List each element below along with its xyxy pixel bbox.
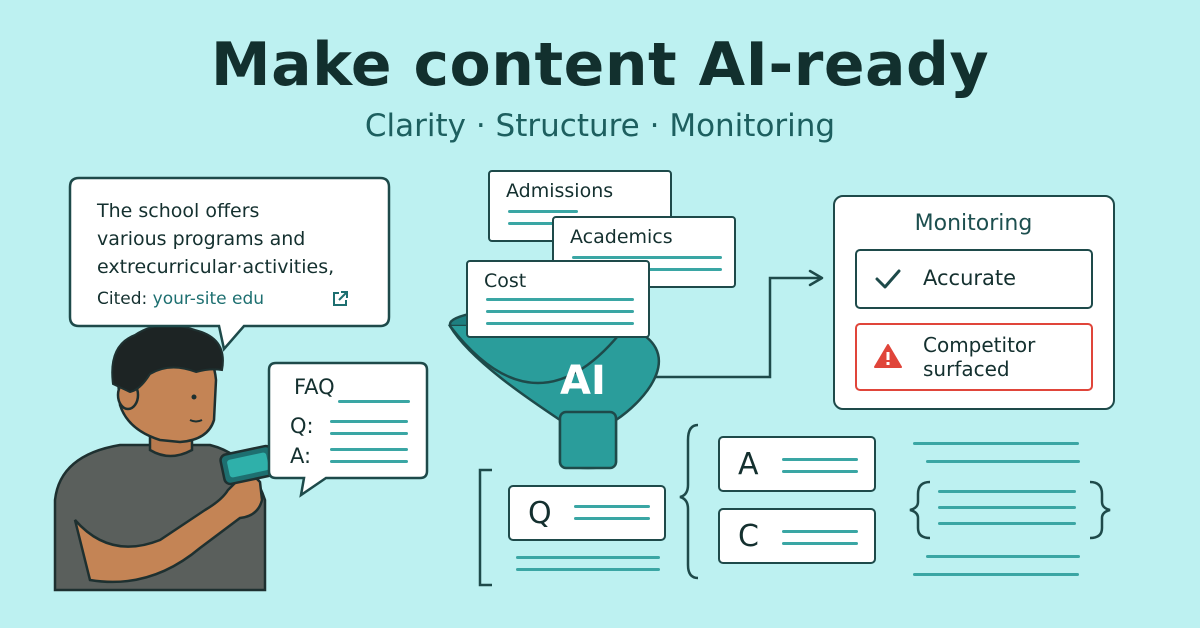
funnel-bowl bbox=[449, 325, 627, 385]
faq-title: FAQ bbox=[294, 375, 335, 399]
brace-left-right-block bbox=[909, 480, 931, 540]
curly-brace-qa bbox=[679, 423, 699, 580]
doc-admissions-line-1 bbox=[508, 210, 578, 213]
bubble-line-3: extrecurricular·activities, bbox=[97, 256, 335, 278]
a-card-line-2 bbox=[782, 470, 858, 473]
doc-admissions-line-2 bbox=[508, 222, 578, 225]
c-card: C bbox=[718, 508, 876, 564]
q-under-line-1 bbox=[516, 556, 660, 559]
cited-source-link[interactable]: your-site edu bbox=[152, 289, 265, 309]
right-line-2 bbox=[926, 460, 1080, 463]
faq-card: FAQ Q: A: bbox=[267, 361, 429, 498]
funnel-spout bbox=[558, 410, 618, 470]
doc-cost-line-3 bbox=[486, 322, 634, 325]
external-link-icon[interactable] bbox=[331, 290, 349, 308]
right-line-1 bbox=[913, 442, 1079, 445]
right-line-6 bbox=[926, 555, 1080, 558]
right-line-5 bbox=[938, 522, 1076, 525]
speech-bubble: The school offers various programs and e… bbox=[68, 176, 391, 352]
doc-academics-label: Academics bbox=[570, 226, 673, 248]
doc-cost-label: Cost bbox=[484, 270, 527, 292]
page-title: Make content AI-ready bbox=[210, 30, 990, 100]
q-card-line-2 bbox=[574, 517, 650, 520]
connector-arrowhead-icon bbox=[808, 269, 824, 287]
a-card: A bbox=[718, 436, 876, 492]
speech-bubble-shape bbox=[68, 176, 391, 352]
right-line-3 bbox=[938, 490, 1076, 493]
a-card-letter: A bbox=[738, 447, 759, 482]
q-card: Q bbox=[508, 485, 666, 541]
faq-a-label: A: bbox=[290, 444, 312, 468]
status-competitor-line-1: Competitor bbox=[923, 333, 1036, 357]
person-illustration bbox=[53, 324, 277, 592]
faq-q-line-2 bbox=[330, 432, 408, 435]
monitoring-title: Monitoring bbox=[914, 211, 1033, 236]
right-line-7 bbox=[913, 573, 1079, 576]
brace-right-right-block bbox=[1089, 480, 1111, 540]
doc-academics-line-1 bbox=[572, 256, 722, 259]
doc-cost: Cost bbox=[466, 260, 650, 338]
page-subtitle: Clarity · Structure · Monitoring bbox=[364, 108, 836, 144]
cited-label: Cited: bbox=[97, 289, 148, 309]
warning-icon bbox=[874, 344, 902, 368]
status-competitor: Competitor surfaced bbox=[855, 323, 1093, 391]
bubble-line-1: The school offers bbox=[97, 200, 260, 222]
bracket-left-q bbox=[478, 468, 492, 587]
monitoring-panel: Monitoring Accurate Competitor surfaced bbox=[833, 195, 1115, 410]
right-line-4 bbox=[938, 506, 1076, 509]
faq-title-underline bbox=[338, 400, 410, 403]
check-icon bbox=[875, 269, 901, 289]
status-competitor-line-2: surfaced bbox=[923, 357, 1010, 381]
q-under-line-2 bbox=[516, 568, 660, 571]
citation: Cited: your-site edu bbox=[97, 289, 264, 309]
c-card-letter: C bbox=[738, 519, 759, 554]
faq-a-line-1 bbox=[330, 448, 408, 451]
doc-admissions-label: Admissions bbox=[506, 180, 614, 202]
status-accurate: Accurate bbox=[855, 249, 1093, 309]
q-card-line-1 bbox=[574, 505, 650, 508]
a-card-line-1 bbox=[782, 458, 858, 461]
c-card-line-1 bbox=[782, 530, 858, 533]
status-accurate-label: Accurate bbox=[923, 266, 1017, 290]
doc-cost-line-1 bbox=[486, 298, 634, 301]
faq-q-line-1 bbox=[330, 420, 408, 423]
faq-q-label: Q: bbox=[290, 414, 314, 438]
monitoring-connector bbox=[625, 276, 820, 379]
bubble-line-2: various programs and bbox=[97, 228, 306, 250]
c-card-line-2 bbox=[782, 542, 858, 545]
funnel-ai-label: AI bbox=[560, 358, 606, 404]
doc-cost-line-2 bbox=[486, 310, 634, 313]
q-card-letter: Q bbox=[528, 496, 552, 531]
faq-a-line-2 bbox=[330, 460, 408, 463]
